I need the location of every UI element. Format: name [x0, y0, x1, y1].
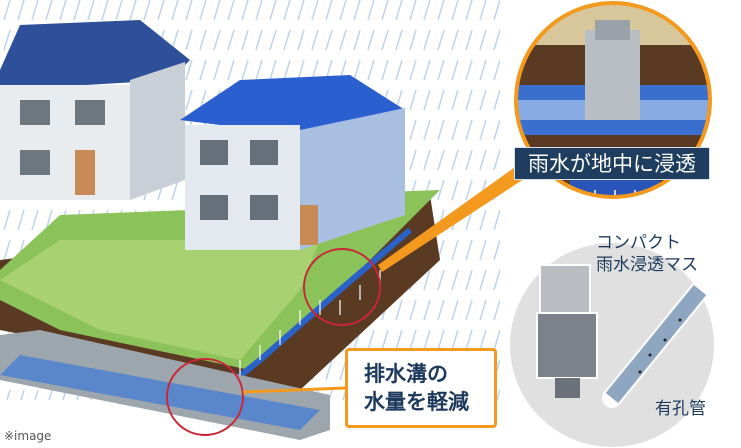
- compact-basin-label: コンパクト 雨水浸透マス: [596, 232, 698, 276]
- perforated-pipe-image: [602, 280, 710, 408]
- slope: [0, 215, 330, 360]
- callout-line2: 水量を軽減: [364, 390, 469, 414]
- house-back: [0, 20, 190, 200]
- compact-basin-image: [536, 264, 598, 398]
- magnifier-ring: [514, 1, 712, 199]
- callout-line1: 排水溝の: [364, 362, 448, 386]
- house-front: [180, 75, 405, 250]
- perforated-pipe-label: 有孔管: [655, 399, 706, 419]
- infiltration-label: 雨水が地中に浸透: [514, 147, 710, 180]
- highlight-circle-basin: [303, 248, 381, 326]
- image-note: ※image: [4, 429, 52, 443]
- connector-line-bottom: [242, 386, 346, 394]
- compact-basin-label-line1: コンパクト: [596, 233, 681, 253]
- compact-basin-label-line2: 雨水浸透マス: [596, 255, 698, 275]
- callout-box: 排水溝の 水量を軽減: [345, 348, 497, 428]
- connector-line-top: [378, 160, 530, 272]
- highlight-circle-ditch: [166, 358, 244, 436]
- infiltration-arrows: [239, 270, 381, 375]
